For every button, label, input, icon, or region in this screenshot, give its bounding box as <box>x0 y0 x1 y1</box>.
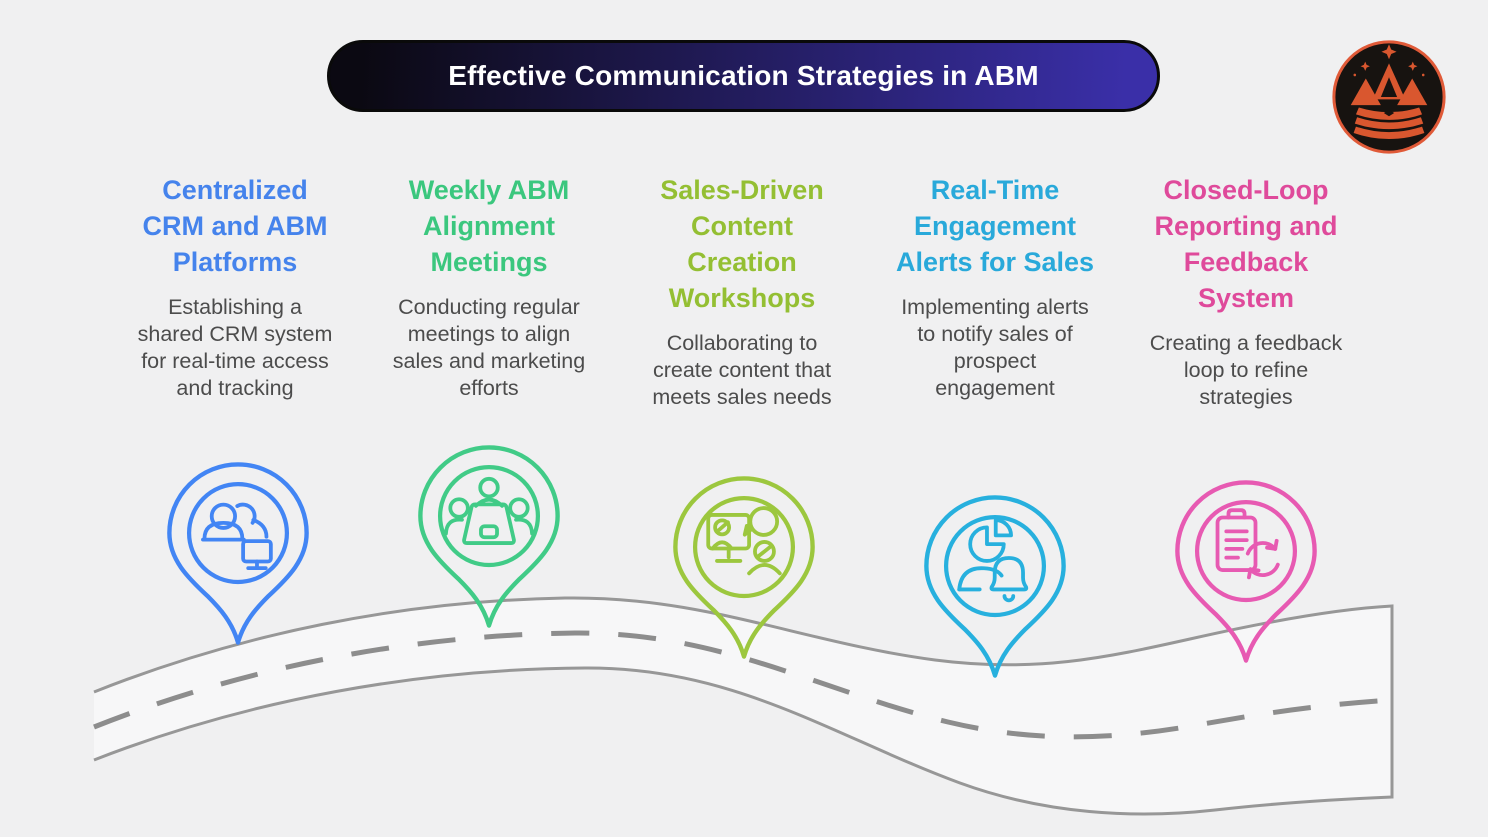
step-column-workshops: Sales-Driven Content Creation Workshops … <box>622 172 862 411</box>
step-description: Establishing a shared CRM system for rea… <box>137 295 333 400</box>
step-description: Conducting regular meetings to align sal… <box>392 295 586 400</box>
step-heading: Sales-Driven Content Creation Workshops <box>660 175 824 313</box>
step-column-feedback: Closed-Loop Reporting and Feedback Syste… <box>1126 172 1366 411</box>
meeting-table-icon <box>444 476 534 545</box>
brand-logo <box>1331 39 1447 155</box>
step-column-crm: Centralized CRM and ABM Platforms Establ… <box>115 172 355 402</box>
map-pin-workshops <box>671 474 817 661</box>
step-heading: Closed-Loop Reporting and Feedback Syste… <box>1154 175 1338 313</box>
step-heading: Centralized CRM and ABM Platforms <box>142 175 328 277</box>
map-pin-meetings <box>416 443 562 630</box>
mountain-crown-logo-icon <box>1332 40 1446 154</box>
clipboard-sync-icon <box>1215 508 1280 580</box>
map-pin-crm <box>165 460 311 647</box>
title-banner: Effective Communication Strategies in AB… <box>327 40 1160 112</box>
video-chat-icon <box>706 506 782 576</box>
step-description: Implementing alerts to notify sales of p… <box>901 295 1089 400</box>
road-surface <box>94 597 1392 815</box>
step-heading: Weekly ABM Alignment Meetings <box>408 175 570 277</box>
page-title: Effective Communication Strategies in AB… <box>448 60 1039 91</box>
step-description: Collaborating to create content that mee… <box>652 331 832 409</box>
step-heading: Real-Time Engagement Alerts for Sales <box>895 175 1095 277</box>
road-edges <box>93 596 1394 816</box>
map-pin-alerts <box>922 493 1068 680</box>
map-pin-feedback <box>1173 478 1319 665</box>
users-monitor-icon <box>201 502 273 570</box>
step-description: Creating a feedback loop to refine strat… <box>1149 331 1343 409</box>
road-centerline <box>93 630 1393 740</box>
pie-person-bell-icon <box>957 518 1029 603</box>
step-column-meetings: Weekly ABM Alignment Meetings Conducting… <box>369 172 609 402</box>
step-column-alerts: Real-Time Engagement Alerts for Sales Im… <box>875 172 1115 402</box>
